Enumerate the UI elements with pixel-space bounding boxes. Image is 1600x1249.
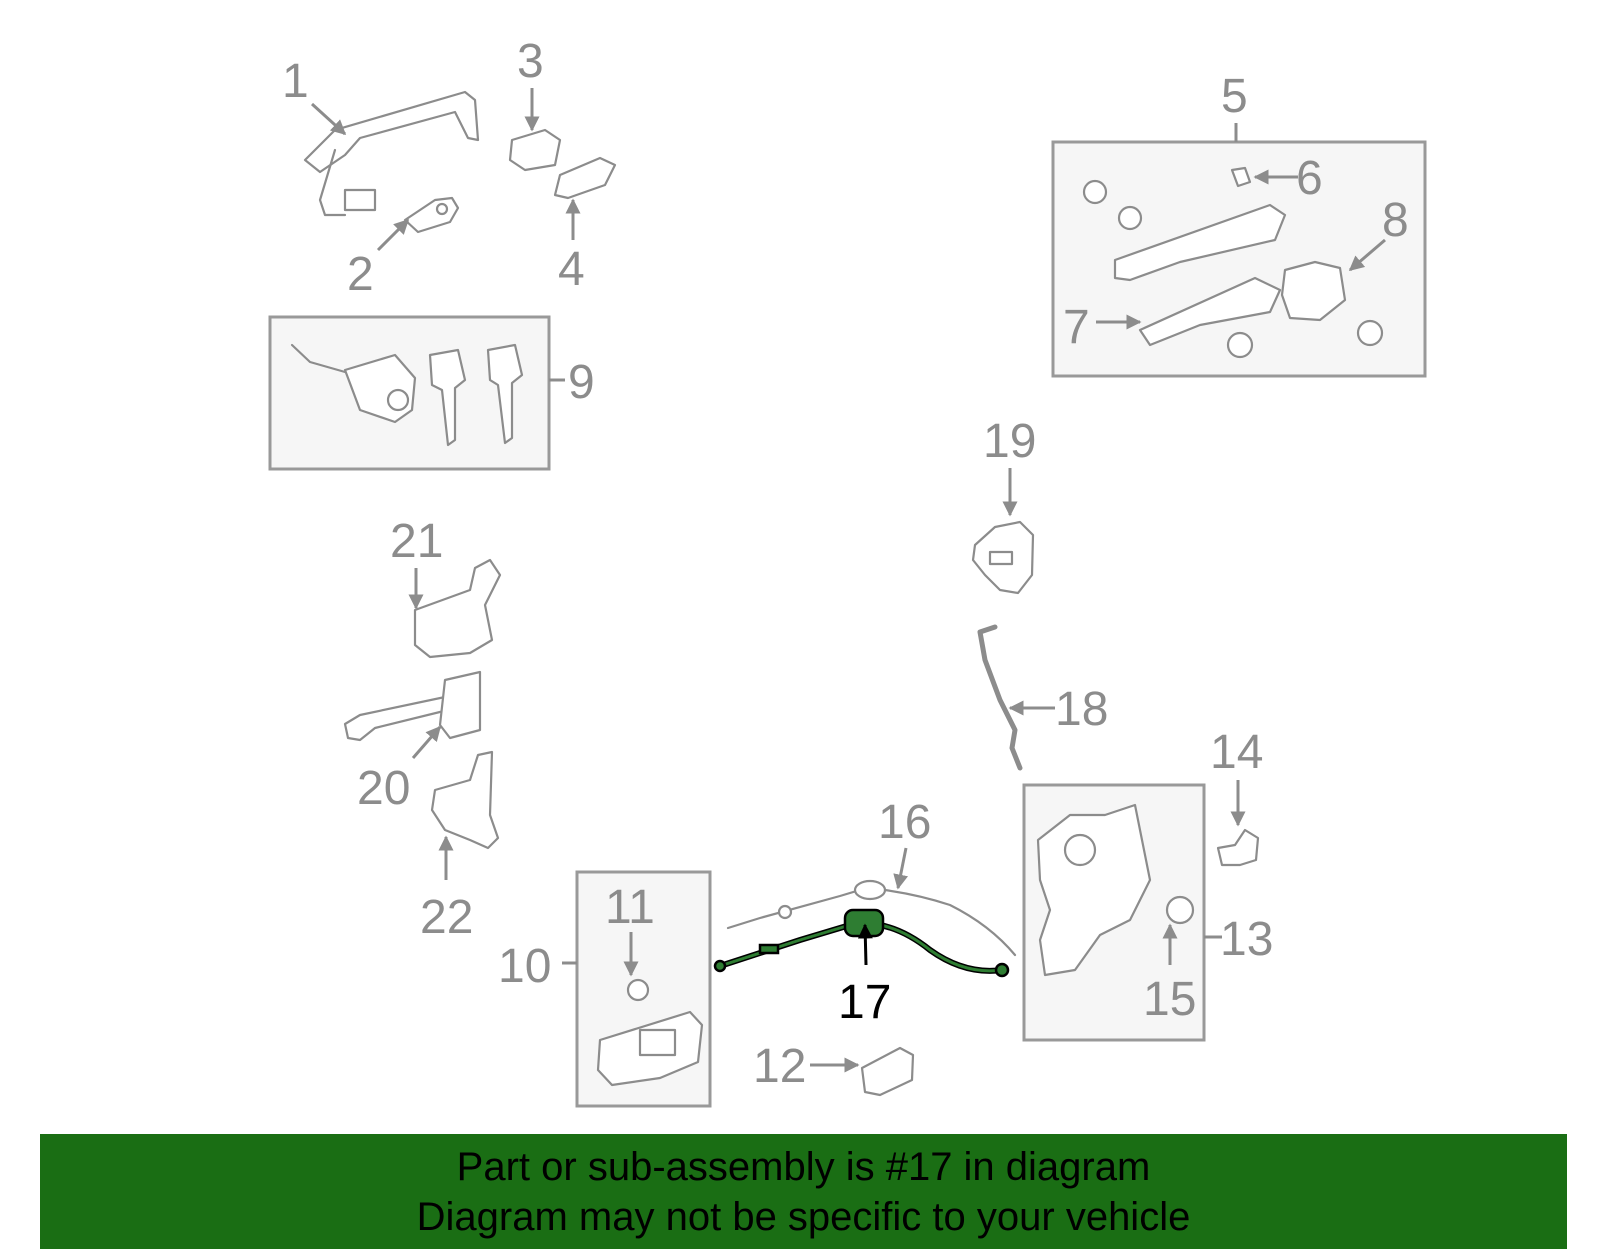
callout-16: 16	[878, 796, 931, 849]
callout-15: 15	[1143, 973, 1196, 1026]
part-14-bolt	[1216, 828, 1260, 867]
callout-9: 9	[568, 356, 595, 409]
callout-2: 2	[347, 248, 374, 301]
callout-4: 4	[558, 243, 585, 296]
callout-14: 14	[1210, 726, 1263, 779]
part-1-outside-handle	[303, 90, 480, 217]
callout-13: 13	[1220, 913, 1273, 966]
callout-22: 22	[420, 891, 473, 944]
callout-3: 3	[517, 35, 544, 88]
part-12-bezel	[860, 1046, 915, 1097]
callout-6: 6	[1296, 152, 1323, 205]
callout-21: 21	[390, 515, 443, 568]
part-18-rod	[977, 624, 1023, 771]
banner-line-1: Part or sub-assembly is #17 in diagram	[456, 1145, 1151, 1189]
callout-12: 12	[753, 1040, 806, 1093]
part-2-pad	[403, 196, 460, 234]
callout-10: 10	[498, 940, 551, 993]
callout-18: 18	[1055, 683, 1108, 736]
callouts: 1 2 3 4 5 6 7 8 9 10 11 12 13 14 15 16 1…	[282, 35, 1409, 1093]
part-19-striker	[971, 520, 1035, 595]
callout-1: 1	[282, 55, 309, 108]
part-22-hinge-lower	[430, 750, 500, 850]
part-20-door-check	[343, 670, 482, 742]
info-banner: Part or sub-assembly is #17 in diagram D…	[40, 1134, 1567, 1249]
callout-7: 7	[1063, 301, 1090, 354]
callout-5: 5	[1221, 70, 1248, 123]
callout-11: 11	[605, 881, 655, 934]
part-16-cable	[726, 879, 1017, 957]
banner-line-2: Diagram may not be specific to your vehi…	[416, 1195, 1191, 1239]
part-4-gasket	[553, 156, 617, 200]
part-21-hinge-upper	[413, 558, 502, 659]
leader-lines	[310, 88, 1386, 1073]
parts-13-group	[1036, 803, 1195, 977]
callout-20: 20	[357, 762, 410, 815]
callout-17: 17	[838, 976, 891, 1029]
callout-8: 8	[1382, 194, 1409, 247]
part-17-cable-highlighted	[713, 908, 1010, 978]
callout-19: 19	[983, 415, 1036, 468]
parts-10-group	[596, 978, 704, 1087]
part-3-cap	[508, 128, 562, 172]
part-9-lock-cylinder-keys	[290, 343, 524, 447]
parts-5-group	[1082, 166, 1384, 359]
